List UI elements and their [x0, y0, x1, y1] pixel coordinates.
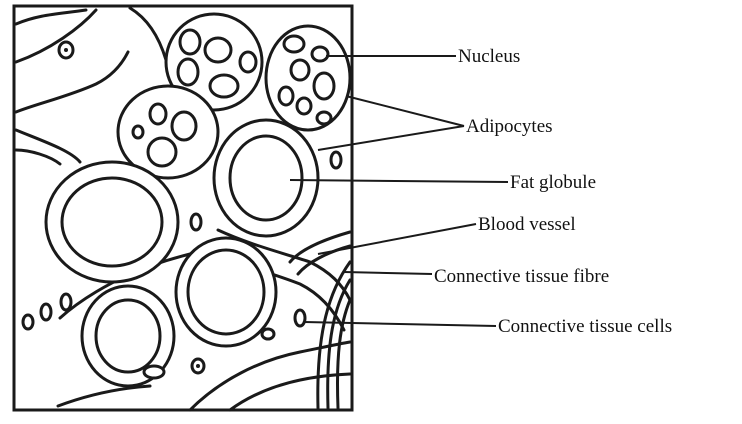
fibre [338, 300, 351, 408]
fat-globule [188, 250, 264, 334]
nucleus-structure [144, 366, 164, 378]
nucleus-structure [312, 47, 328, 61]
vacuole [133, 126, 143, 138]
vacuole [148, 138, 176, 166]
matrix-line [16, 52, 128, 112]
matrix-line [16, 150, 60, 164]
vacuole [291, 60, 309, 80]
vacuole [284, 36, 304, 52]
vacuole [314, 73, 334, 99]
matrix-line [58, 386, 150, 406]
leader-adipocytes-2 [318, 126, 464, 150]
vacuole [317, 112, 331, 124]
label-connective-tissue-fibre: Connective tissue fibre [434, 266, 609, 287]
tissue-cell-nucleus [64, 48, 68, 52]
fat-globule [96, 300, 160, 372]
leader-connective-tissue-fibre [344, 272, 432, 274]
tissue-cell [262, 329, 274, 339]
tissue-cell [61, 294, 71, 310]
label-nucleus: Nucleus [458, 46, 520, 67]
tissue-cell [295, 310, 305, 326]
vacuole [180, 30, 200, 54]
label-fat-globule: Fat globule [510, 172, 596, 193]
connective-tissue-fibres [318, 262, 350, 408]
vacuole [297, 98, 311, 114]
vacuole [279, 87, 293, 105]
tissue-cell-nucleus [196, 364, 200, 368]
vacuole [150, 104, 166, 124]
label-blood-vessel: Blood vessel [478, 214, 576, 235]
tissue-cell [191, 214, 201, 230]
leader-blood-vessel [318, 224, 476, 254]
fat-globule [230, 136, 302, 220]
labels: Nucleus Adipocytes Fat globule Blood ves… [434, 46, 672, 337]
tissue-cell [23, 315, 33, 329]
vacuole [205, 38, 231, 62]
label-adipocytes: Adipocytes [466, 116, 553, 137]
fibre [318, 262, 350, 408]
matrix-line [16, 10, 86, 24]
vacuole [172, 112, 196, 140]
matrix-line [16, 10, 96, 62]
leader-fat-globule [290, 180, 508, 182]
vacuole [240, 52, 256, 72]
fat-globule [62, 178, 162, 266]
vacuole [178, 59, 198, 85]
leader-adipocytes-1 [346, 96, 464, 126]
tissue-cell [331, 152, 341, 168]
tissue-cell [41, 304, 51, 320]
matrix-line [130, 8, 166, 60]
vacuole [210, 75, 238, 97]
matrix-line [230, 374, 350, 410]
adipocytes [46, 14, 350, 386]
label-connective-tissue-cells: Connective tissue cells [498, 316, 672, 337]
